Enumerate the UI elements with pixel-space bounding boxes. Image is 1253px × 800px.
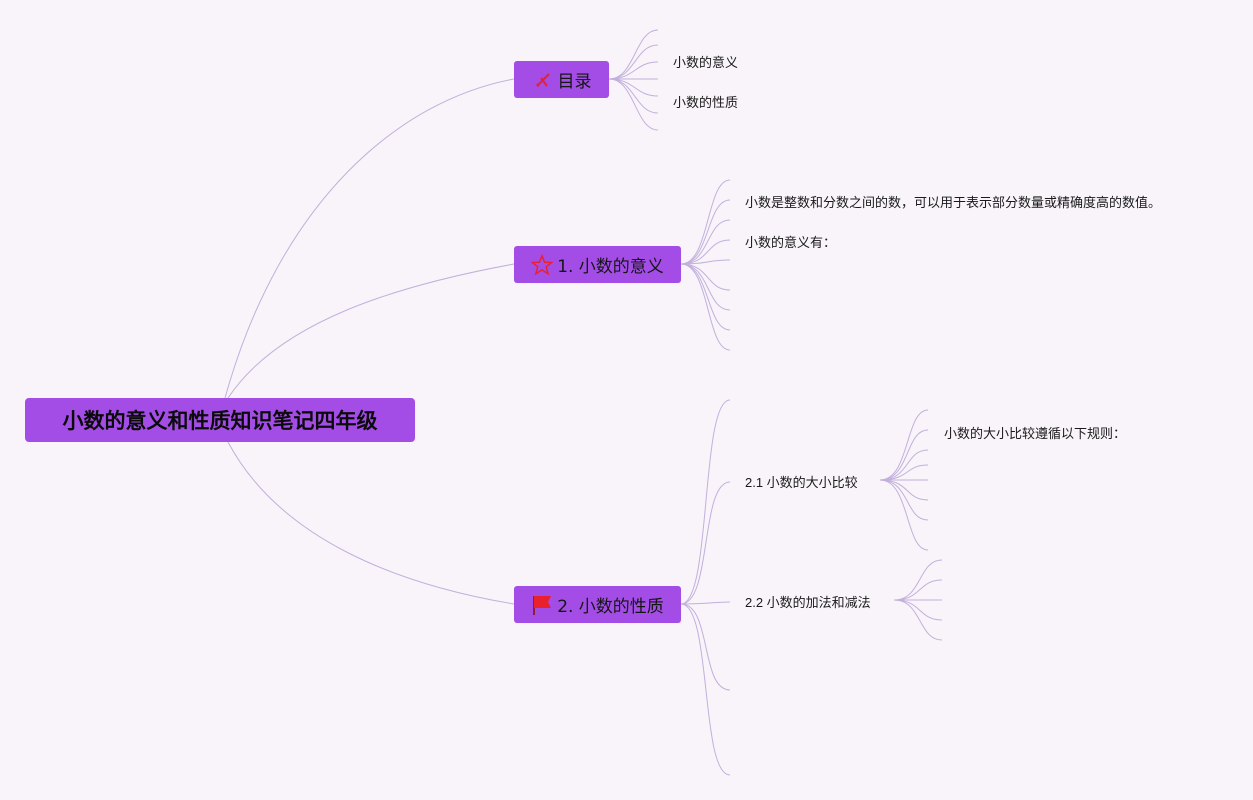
subtopic-add-subtract[interactable]: 2.2 小数的加法和减法 [745,595,871,610]
subtopic-comparison[interactable]: 2.1 小数的大小比较 [745,475,858,490]
meaning-definition: 小数是整数和分数之间的数，可以用于表示部分数量或精确度高的数值。 [745,195,1162,210]
pencil-ruler-icon [532,69,554,91]
topic-meaning[interactable]: 1. 小数的意义 [514,246,681,283]
link-root-property [227,441,515,605]
topic-toc-label: 目录 [557,72,592,92]
link-root-toc [224,78,515,399]
toc-item[interactable]: 小数的性质 [673,95,739,110]
comparison-rule-heading: 小数的大小比较遵循以下规则： [944,426,1127,441]
topic-meaning-label: 1. 小数的意义 [557,257,664,277]
meaning-list-heading: 小数的意义有： [745,235,837,250]
star-outline-icon [531,253,554,276]
topic-property[interactable]: 2. 小数的性质 [514,586,681,623]
toc-item[interactable]: 小数的意义 [673,55,739,70]
link-root-meaning [227,263,515,399]
topic-toc[interactable]: 目录 [514,61,609,98]
root-node[interactable]: 小数的意义和性质知识笔记四年级 [25,398,415,442]
root-title: 小数的意义和性质知识笔记四年级 [62,409,378,433]
red-flag-icon [531,594,553,616]
topic-property-label: 2. 小数的性质 [557,597,664,617]
